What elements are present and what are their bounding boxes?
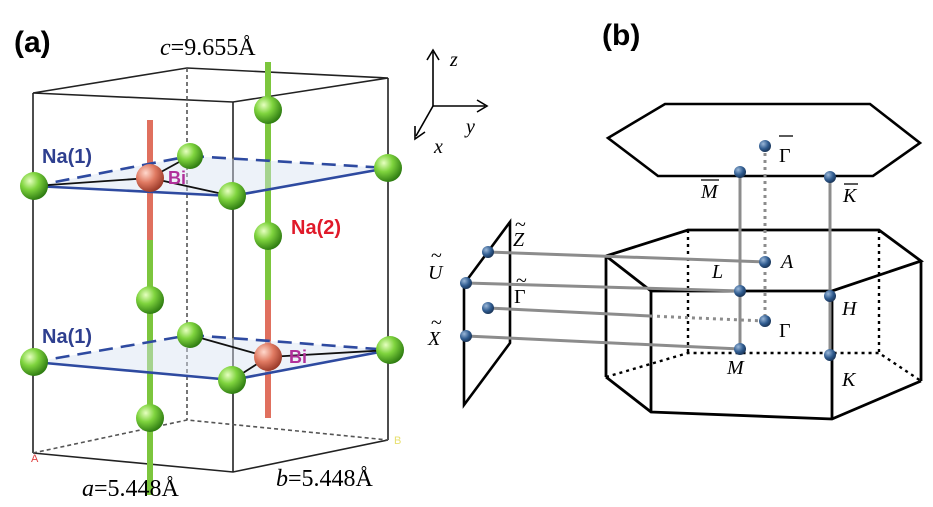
na-atom [218,182,246,210]
svg-text:Γ: Γ [514,286,526,308]
corner-mark-b: B [394,435,401,447]
c-lattice-label: c=9.655Å [160,35,256,61]
svg-text:K: K [842,185,858,207]
na-atom [254,222,282,250]
bi-atom-top [136,164,164,192]
x-tilde-label: ~ X [427,312,442,350]
na-atom [177,143,203,169]
kpoint-m-bar [734,166,746,178]
corner-mark-a: A [31,453,39,465]
na1-label-bottom: Na(1) [42,326,92,348]
svg-text:X: X [427,328,441,350]
na2-label: Na(2) [291,217,341,239]
na-atom [136,404,164,432]
kpoint-z-tilde [482,246,494,258]
unit-cell-box [32,67,389,473]
na-atom [218,366,246,394]
kpoint-l-label: L [711,261,723,283]
kpoint-h [824,290,836,302]
kpoint-m [734,343,746,355]
na-atoms [20,96,404,432]
na-atom [20,348,48,376]
panel-a: (a) c=9.655Å A B [14,26,489,502]
axis-x-label: x [433,136,443,158]
lower-plane [33,333,391,382]
svg-text:~: ~ [516,270,527,292]
axis-y-label: y [464,116,475,138]
kpoint-gamma-bar [759,140,771,152]
kpoint-x-tilde [460,330,472,342]
svg-text:Γ: Γ [779,145,791,167]
svg-text:M: M [700,181,719,203]
kpoint-gamma-label: Γ [779,320,791,342]
na-atom [136,286,164,314]
axis-z-label: z [449,49,458,71]
svg-text:~: ~ [515,214,526,236]
kpoint-gamma [759,315,771,327]
z-tilde-label: ~ Z [513,214,526,251]
bulk-bz-prism [604,228,924,421]
m-bar-label: M [700,179,719,203]
bi-atom-bottom [254,343,282,371]
gamma-bar-label: Γ [779,135,793,167]
u-tilde-label: ~ U [428,245,444,284]
svg-text:~: ~ [431,245,442,267]
na-atom [374,154,402,182]
svg-text:~: ~ [431,312,442,334]
k-points [460,140,836,361]
na1-label-top: Na(1) [42,146,92,168]
svg-text:Z: Z [513,229,525,251]
surface-bz-top [605,102,923,178]
na-atom [376,336,404,364]
panel-a-label: (a) [14,26,51,59]
kpoint-gamma-tilde [482,302,494,314]
na-atom [177,322,203,348]
kpoint-k-label: K [841,369,857,391]
coordinate-axes [414,48,489,141]
b-lattice-label: b=5.448Å [276,466,374,492]
kpoint-h-label: H [841,298,858,320]
gamma-tilde-label: ~ Γ [514,270,527,308]
panel-b-label: (b) [602,19,640,52]
panel-b: (b) [427,19,924,421]
projection-lines [465,146,832,355]
kpoint-k-bar [824,171,836,183]
na-atom [20,172,48,200]
k-bar-label: K [842,183,858,207]
kpoint-a [759,256,771,268]
bi-label-bottom: Bi [289,347,307,367]
kpoint-m-label: M [726,357,745,379]
svg-text:U: U [428,262,444,284]
upper-plane [33,154,389,198]
kpoint-k [824,349,836,361]
kpoint-a-label: A [779,251,794,273]
kpoint-u-tilde [460,277,472,289]
bi-label-top: Bi [168,168,186,188]
kpoint-l [734,285,746,297]
na-atom [254,96,282,124]
a-lattice-label: a=5.448Å [82,476,180,502]
